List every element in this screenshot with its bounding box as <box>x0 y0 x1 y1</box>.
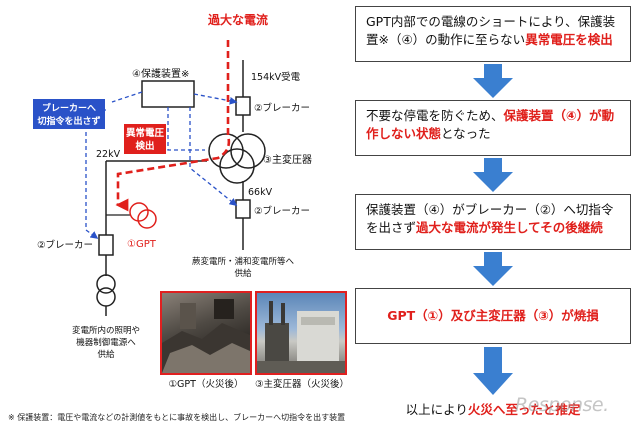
voltage-22kv-label: 22kV <box>96 149 121 160</box>
internal-supply-line3: 供給 <box>97 349 115 360</box>
flow-arrow-3 <box>473 252 513 286</box>
flow-arrow-2 <box>473 158 513 192</box>
breaker-top-label: ②ブレーカー <box>254 102 310 114</box>
overcurrent-label: 過大な電流 <box>207 12 268 27</box>
protection-device-box <box>141 80 195 108</box>
flow-conclusion-text: 以上により <box>405 402 468 417</box>
flow-conclusion-highlight: 火災へ至ったと推定 <box>467 402 581 417</box>
no-trip-callout-line2: 切指令を出さず <box>37 115 100 127</box>
no-trip-callout-box <box>33 99 105 129</box>
flow-arrow-1 <box>473 64 513 98</box>
gpt-label: ①GPT <box>127 239 157 250</box>
breaker-right-symbol <box>235 199 251 219</box>
flow-step-4-highlight: GPT（①）及び主変圧器（③）が焼損 <box>387 308 599 323</box>
voltage-66kv-label: 66kV <box>248 187 273 198</box>
breaker-top-symbol <box>235 96 251 116</box>
internal-supply-line1: 変電所内の照明や <box>72 325 140 336</box>
flow-step-4: GPT（①）及び主変圧器（③）が焼損 <box>355 288 631 344</box>
flow-step-1-text: GPT内部での電線のショートにより、保護装置※（④）の動作に至らない <box>366 14 616 47</box>
flow-step-1: GPT内部での電線のショートにより、保護装置※（④）の動作に至らない異常電圧を検… <box>355 6 631 62</box>
substation-supply-line2: 供給 <box>234 268 252 279</box>
flow-step-2: 不要な停電を防ぐため、保護装置（④）が動作しない状態となった <box>355 100 631 156</box>
main-transformer-after-fire-photo <box>255 291 347 375</box>
flow-step-1-highlight: 異常電圧を検出 <box>525 32 613 47</box>
flow-step-2-suffix: となった <box>441 126 491 141</box>
station-transformer-symbol <box>96 274 116 307</box>
flow-step-3-highlight: 過大な電流が発生してその後継続 <box>416 220 603 235</box>
flow-step-3-text: 保護装置（④）がブレーカー（②）へ切指令を出さず <box>366 202 614 235</box>
photo-caption-transformer: ③主変圧器（火災後） <box>255 379 350 390</box>
fault-current-path <box>115 40 231 212</box>
flow-step-3: 保護装置（④）がブレーカー（②）へ切指令を出さず過大な電流が発生してその後継続 <box>355 194 631 250</box>
breaker-left-label: ②ブレーカー <box>37 239 93 251</box>
main-transformer-symbol <box>208 133 266 184</box>
substation-supply-line1: 蕨変電所・浦和変電所等へ <box>192 256 295 267</box>
flow-arrow-4 <box>473 347 513 395</box>
flow-step-2-highlight: 保護装置（④）が動作しない状態 <box>366 108 615 141</box>
internal-supply-line2: 機器制御電源へ <box>76 337 136 348</box>
breaker-left-symbol <box>98 234 114 256</box>
circuit-diagram: 過大な電流 ④保護装置※ 154kV受電 ②ブレーカー ブレーカーへ 切指令を出… <box>33 12 312 360</box>
footnote: ※ 保護装置：電圧や電流などの計測値をもとに事故を検出し、ブレーカーへ切指令を出… <box>8 413 346 422</box>
protection-device-label: ④保護装置※ <box>132 67 189 80</box>
gpt-after-fire-photo <box>160 291 252 375</box>
main-transformer-label: ③主変圧器 <box>263 153 312 166</box>
abnormal-voltage-line2: 検出 <box>135 140 154 152</box>
watermark: Response. <box>515 394 609 416</box>
receiving-label: 154kV受電 <box>251 71 301 83</box>
gpt-symbol <box>129 202 157 229</box>
flow-conclusion: 以上により火災へ至ったと推定 <box>355 399 631 418</box>
abnormal-voltage-line1: 異常電圧 <box>126 127 165 139</box>
abnormal-voltage-callout-box <box>124 124 166 154</box>
no-trip-callout-line1: ブレーカーへ <box>42 102 96 114</box>
flow-step-2-text: 不要な停電を防ぐため、 <box>366 108 504 123</box>
photo-caption-gpt: ①GPT（火災後） <box>168 379 244 390</box>
breaker-right-label: ②ブレーカー <box>254 205 310 217</box>
